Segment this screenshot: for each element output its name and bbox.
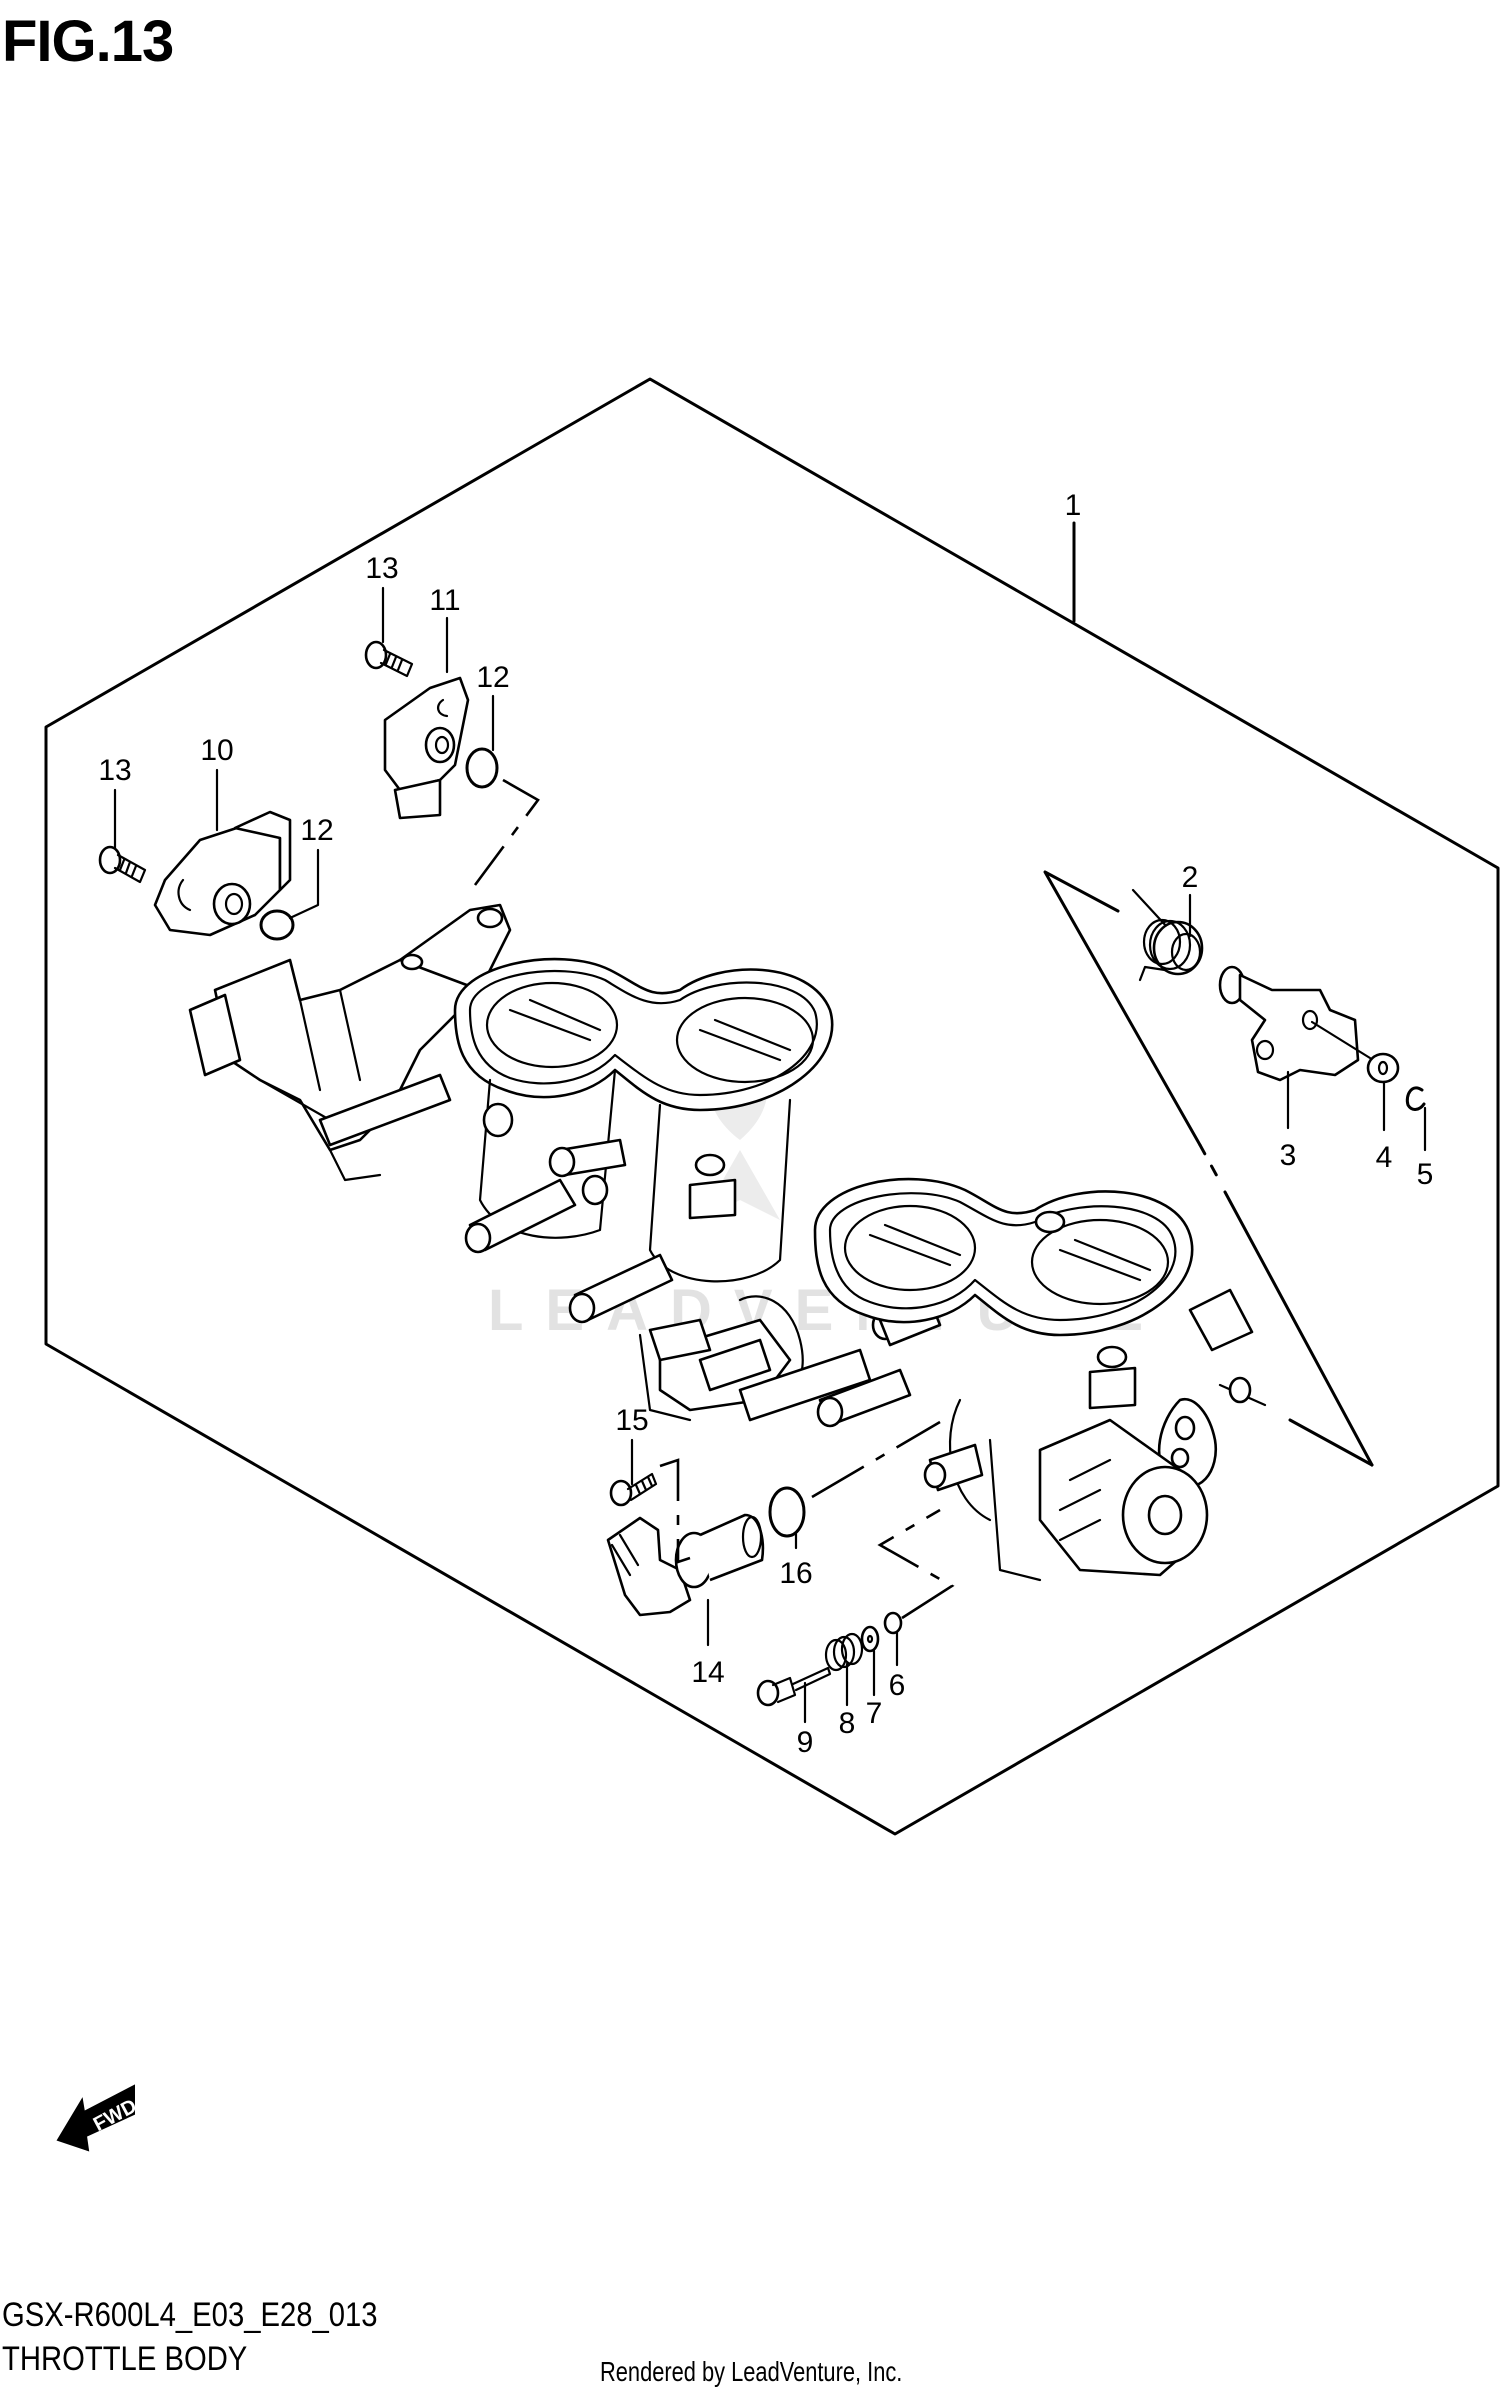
install-line-11 <box>473 778 540 886</box>
callout-3: 3 <box>1280 1139 1297 1172</box>
callout-labels: 1 2 3 4 5 6 7 8 9 10 11 12 12 13 13 14 1… <box>98 489 1433 1759</box>
part-6-o-ring <box>883 1611 903 1635</box>
part-5-e-ring <box>1405 1086 1426 1111</box>
part-10-sensor <box>153 810 292 937</box>
model-code: GSX-R600L4_E03_E28_013 <box>2 2296 378 2334</box>
callout-8: 8 <box>839 1707 856 1740</box>
part-12-o-ring-upper <box>465 747 499 789</box>
part-4-washer-hole <box>1377 1060 1389 1076</box>
callout-1: 1 <box>1065 489 1082 522</box>
callout-15: 15 <box>615 1404 648 1437</box>
part-14-sensor <box>606 1513 765 1617</box>
part-11-sensor <box>383 676 470 820</box>
callout-4: 4 <box>1376 1141 1393 1174</box>
part-7-washer <box>860 1625 880 1653</box>
part-3-lever <box>1218 965 1360 1082</box>
part-8-spring <box>824 1632 864 1672</box>
install-line-16 <box>811 1420 941 1499</box>
callout-5: 5 <box>1417 1158 1434 1191</box>
assembly-frame <box>44 377 1500 1836</box>
figure-title: FIG.13 <box>2 9 174 74</box>
subassembly-bracket <box>1043 870 1374 1467</box>
callout-14: 14 <box>691 1656 724 1689</box>
callout-12-lower: 12 <box>300 814 333 847</box>
render-credit: Rendered by LeadVenture, Inc. <box>600 2356 903 2387</box>
callout-13-upper: 13 <box>365 552 398 585</box>
part-9-screw <box>756 1666 832 1707</box>
part-2-spring <box>1131 888 1204 982</box>
throttle-body-illustration <box>188 903 1267 1582</box>
part-13-screw-left <box>98 845 147 884</box>
forward-direction-icon: FWD <box>56 2084 140 2152</box>
leader-4-axis <box>1310 1020 1372 1060</box>
part-16-o-ring <box>768 1486 806 1538</box>
callout-2: 2 <box>1182 861 1199 894</box>
callout-7: 7 <box>866 1697 883 1730</box>
part-12-o-ring-lower <box>259 909 295 941</box>
section-title: THROTTLE BODY <box>2 2340 248 2378</box>
part-4-washer <box>1366 1052 1400 1084</box>
callout-13-left: 13 <box>98 754 131 787</box>
callout-16: 16 <box>779 1557 812 1590</box>
part-15-screw <box>609 1472 658 1507</box>
callout-10: 10 <box>200 734 233 767</box>
leader-lines <box>113 586 1427 1724</box>
callout-9: 9 <box>797 1726 814 1759</box>
callout-6: 6 <box>889 1669 906 1702</box>
part-13-screw-upper <box>364 640 414 678</box>
install-line-15 <box>659 1458 691 1564</box>
install-line-6 <box>877 1508 955 1620</box>
callout-12-upper: 12 <box>476 661 509 694</box>
callout-11: 11 <box>429 584 460 617</box>
